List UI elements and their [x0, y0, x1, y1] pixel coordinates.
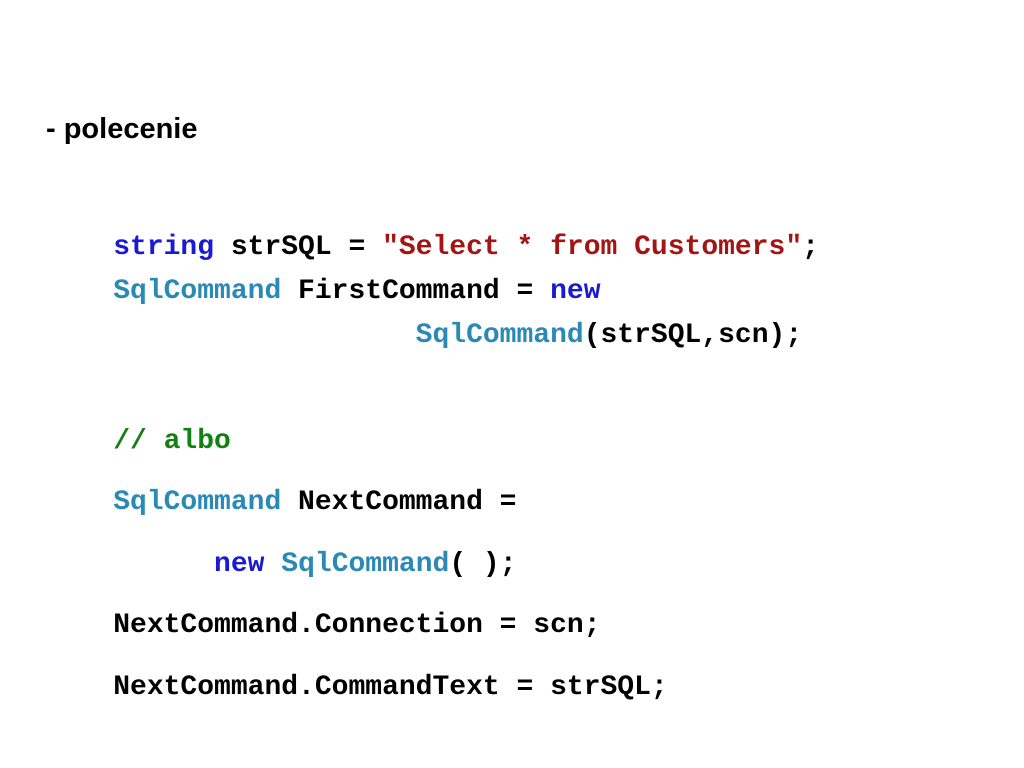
- code-token: ( );: [449, 549, 517, 580]
- code-token: NextCommand =: [281, 487, 517, 518]
- code-token: strSQL =: [214, 232, 383, 263]
- code-token: SqlCommand: [113, 487, 282, 518]
- code-token: SqlCommand: [415, 320, 584, 351]
- code-token: ;: [802, 232, 819, 263]
- code-token: SqlCommand: [113, 276, 282, 307]
- code-token: new: [214, 549, 265, 580]
- code-line-8: NextCommand.CommandText = strSQL;: [46, 640, 668, 736]
- code-line-1: string strSQL = "Select * from Customers…: [46, 200, 819, 296]
- code-token: NextCommand.CommandText = strSQL;: [113, 672, 668, 703]
- code-token: FirstCommand =: [281, 276, 551, 307]
- code-comment: // albo: [113, 426, 231, 457]
- code-indent: [113, 549, 214, 580]
- code-token: string: [113, 232, 215, 263]
- code-token: SqlCommand: [281, 549, 450, 580]
- code-token: NextCommand.Connection = scn;: [113, 610, 601, 641]
- slide-heading: - polecenie: [46, 113, 198, 145]
- code-indent: [113, 320, 415, 351]
- code-line-3: SqlCommand(strSQL,scn);: [46, 288, 802, 384]
- code-line-5: SqlCommand NextCommand =: [46, 455, 517, 551]
- code-line-6: new SqlCommand( );: [46, 517, 517, 613]
- code-token: (strSQL,scn);: [583, 320, 803, 351]
- code-token: "Select * from Customers": [382, 232, 803, 263]
- code-token: new: [550, 276, 601, 307]
- code-line-2: SqlCommand FirstCommand = new: [46, 244, 601, 340]
- code-line-7: NextCommand.Connection = scn;: [46, 578, 601, 674]
- code-line-4: // albo: [46, 394, 231, 490]
- code-token: [264, 549, 281, 580]
